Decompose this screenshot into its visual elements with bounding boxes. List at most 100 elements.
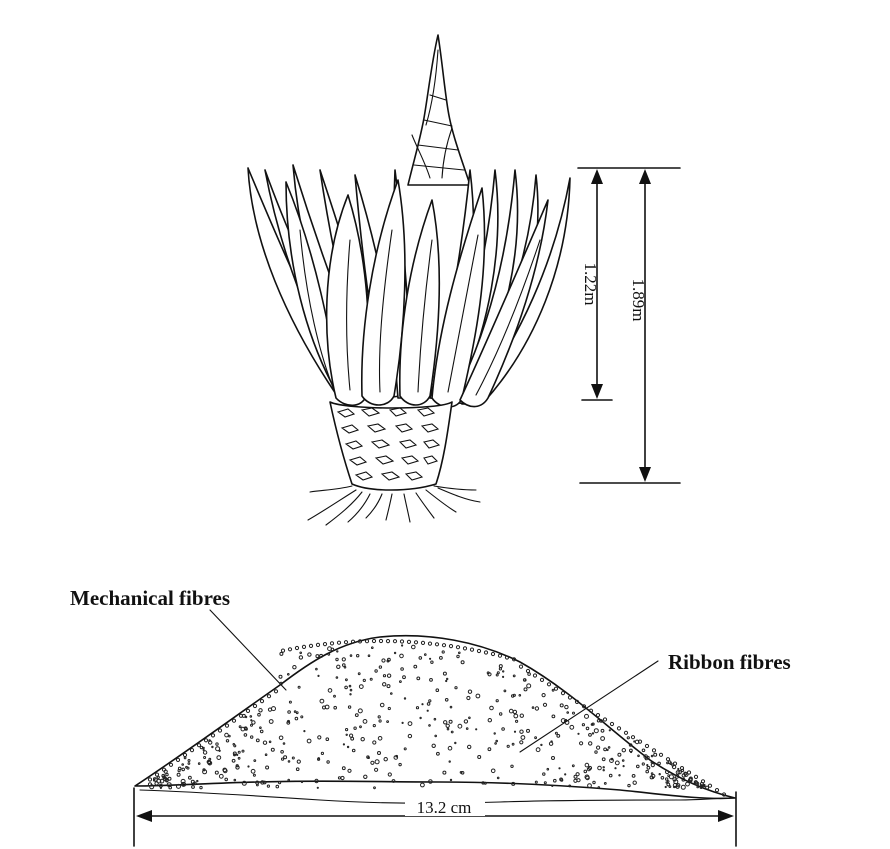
fibre-dot <box>249 715 253 718</box>
fibre-dot <box>413 640 419 645</box>
fibre-dot <box>250 719 253 722</box>
fibre-dot <box>495 673 499 677</box>
fibre-dot <box>534 780 538 784</box>
fibre-dot <box>481 781 485 785</box>
fibre-dot <box>283 755 288 760</box>
fibre-dot <box>442 671 447 676</box>
fibre-dot <box>622 765 625 768</box>
fibre-dot <box>672 761 678 766</box>
fibre-dot <box>292 665 297 670</box>
fibre-dot <box>469 647 475 652</box>
fibre-dot <box>335 676 339 679</box>
fibre-dot <box>208 740 213 745</box>
fibre-dot <box>399 680 402 683</box>
fibre-dot <box>554 731 558 735</box>
fibre-dot <box>650 754 654 758</box>
fibre-dot <box>609 721 615 727</box>
fibre-dot <box>665 781 668 784</box>
fibre-dot <box>197 762 201 765</box>
fibre-dot <box>527 672 531 676</box>
fibre-dot <box>665 769 670 775</box>
fibre-dot <box>531 706 535 709</box>
fibre-dot <box>519 740 524 745</box>
fibre-dot <box>280 750 284 754</box>
fibre-dot <box>526 728 530 733</box>
fibre-dot <box>343 665 347 669</box>
fibre-dot <box>457 723 463 729</box>
fibre-dot <box>294 716 299 721</box>
fibre-dot <box>586 767 592 772</box>
fibre-dot <box>553 686 559 691</box>
fibre-dot <box>696 785 700 789</box>
fibre-dot <box>177 769 181 773</box>
roots <box>307 485 481 526</box>
fibre-dot <box>207 760 212 765</box>
fibre-dot <box>308 643 314 649</box>
fibre-dot <box>279 651 284 656</box>
fibre-dot <box>677 767 680 771</box>
fibre-dot <box>508 708 514 714</box>
fibre-dot <box>411 644 416 650</box>
fibre-dot <box>300 780 304 784</box>
fibre-dot <box>260 780 265 785</box>
fibre-dot <box>591 732 595 735</box>
fibre-dot <box>511 657 517 662</box>
fibre-dot <box>617 752 622 757</box>
fibre-dot <box>378 719 382 723</box>
fibre-dot <box>167 776 172 781</box>
fibre-dot <box>564 704 569 710</box>
fibre-dot <box>495 739 499 743</box>
fibre-dot <box>644 757 648 761</box>
fibre-dot <box>511 742 515 746</box>
fibre-dot <box>278 735 284 741</box>
fibre-dot <box>354 713 359 717</box>
leader-mechanical <box>209 609 287 691</box>
dimension-label-outer: 1.89m <box>629 279 648 322</box>
fibre-dot <box>426 702 431 706</box>
fibre-dot <box>250 723 253 727</box>
fibre-dot <box>421 703 424 706</box>
fibre-dot <box>420 640 426 646</box>
fibre-dot <box>301 644 307 650</box>
fibre-dot <box>601 757 606 762</box>
fibre-dot <box>714 788 720 793</box>
fibre-dot <box>681 773 686 778</box>
fibre-dot <box>163 776 168 782</box>
fibre-dot <box>502 675 505 679</box>
fibre-dot <box>680 784 686 790</box>
fibre-dot <box>608 729 611 732</box>
fibre-dot <box>190 779 195 784</box>
fibre-dot <box>441 643 447 648</box>
fibre-dot <box>641 748 646 753</box>
fibre-dot <box>271 706 276 712</box>
fibre-dot <box>372 724 376 728</box>
fibre-dot <box>427 641 433 646</box>
fibre-dot <box>186 766 190 770</box>
fibre-dot <box>241 780 247 786</box>
fibre-dot <box>534 736 537 740</box>
fibre-dot <box>650 761 653 764</box>
fibre-dot <box>307 652 312 657</box>
fibre-dot <box>238 713 244 718</box>
fibre-dot <box>259 729 264 734</box>
fibre-dot <box>447 745 453 751</box>
fibre-dot <box>436 751 440 756</box>
fibre-dot <box>532 673 538 678</box>
fibre-dot <box>360 737 365 742</box>
fibre-dot <box>445 679 448 683</box>
fibre-dot <box>281 757 285 761</box>
fibre-dot <box>489 705 494 711</box>
fibre-dot <box>381 658 386 663</box>
fibre-dot <box>390 692 393 695</box>
fibre-dot <box>460 660 465 665</box>
fibre-dot <box>600 728 605 733</box>
fibre-dot <box>165 772 169 777</box>
fibre-dot <box>330 647 335 652</box>
fibre-dot <box>379 702 385 708</box>
label-ribbon-fibres: Ribbon fibres <box>668 650 791 674</box>
fibre-dot <box>551 714 556 719</box>
fibre-dot <box>401 721 404 725</box>
fibre-dot <box>327 652 331 656</box>
fibre-dot <box>324 704 330 710</box>
fibre-dot <box>154 772 160 777</box>
